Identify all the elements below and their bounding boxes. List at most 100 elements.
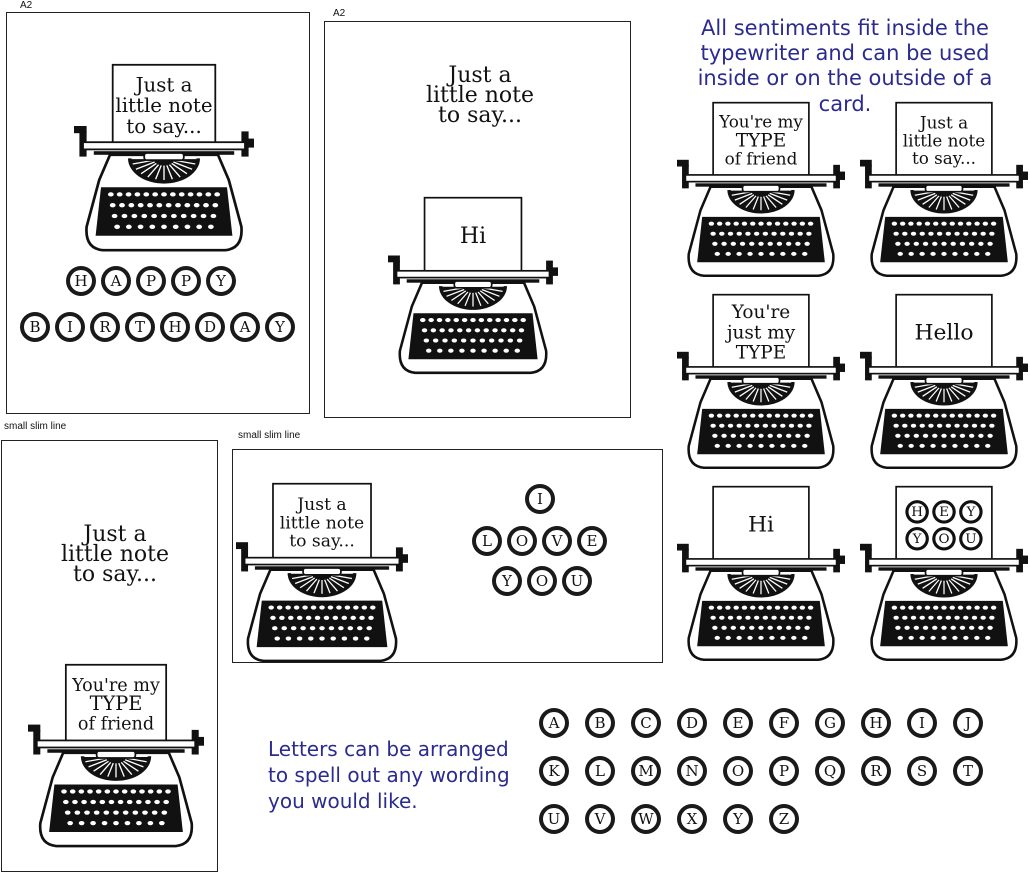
paper-sentiment-text: You're — [731, 302, 791, 323]
typewriter-key-letter: H — [160, 312, 190, 342]
size-label-slim-line: small slim line — [238, 430, 301, 441]
typewriter-key-letter: N — [677, 756, 707, 786]
paper-sentiment-text: TYPE — [90, 692, 143, 715]
typewriter-key-letter: O — [932, 526, 956, 551]
svg-text:E: E — [939, 505, 949, 520]
typewriter-key-letter: Y — [265, 312, 295, 342]
paper-sentiment-text: Hello — [914, 320, 973, 345]
typewriter-key-letter: T — [953, 756, 983, 786]
typewriter-key-letter: Z — [769, 804, 799, 834]
typewriter-key-letter: A — [101, 266, 131, 296]
sentiment-just-a-little-note: Just a little note to say... — [425, 63, 535, 129]
typewriter-key-letter: G — [815, 708, 845, 738]
typewriter-key-letter: Y — [905, 526, 929, 551]
paper-sentiment-text: TYPE — [736, 342, 786, 363]
paper-sentiment-text: just my — [725, 322, 796, 343]
typewriter-illustration: H E Y Y O U — [860, 485, 1028, 666]
typewriter-key-letter: V — [542, 526, 572, 556]
svg-text:Y: Y — [965, 505, 975, 520]
svg-text:Y: Y — [912, 532, 922, 547]
note-letters-arranged: Letters can be arranged to spell out any… — [268, 737, 510, 813]
typewriter-key-letter: O — [507, 526, 537, 556]
paper-sentiment-text: Hi — [748, 512, 774, 537]
typewriter-key-letter: B — [585, 708, 615, 738]
typewriter-key-letter: S — [907, 756, 937, 786]
typewriter-key-letter: O — [527, 566, 557, 596]
typewriter-icon: H E Y Y O U — [860, 485, 1028, 661]
typewriter-key-letter: F — [769, 708, 799, 738]
typewriter-key-letter: M — [631, 756, 661, 786]
typewriter-key-letter: U — [959, 526, 983, 551]
typewriter-key-letter: I — [525, 484, 555, 514]
typewriter-key-letter: O — [723, 756, 753, 786]
typewriter-key-letter: Y — [723, 804, 753, 834]
typewriter-illustration: Hi — [388, 196, 558, 380]
typewriter-key-letter: X — [677, 804, 707, 834]
paper-sentiment-text: of friend — [78, 715, 154, 735]
typewriter-key-letter: H — [861, 708, 891, 738]
typewriter-icon: Hi — [388, 196, 558, 375]
paper-sentiment-text: You're my — [71, 676, 160, 696]
svg-text:H: H — [911, 505, 923, 520]
typewriter-key-letter: E — [932, 500, 956, 524]
typewriter-key-letter: K — [539, 756, 569, 786]
typewriter-key-letter: E — [723, 708, 753, 738]
typewriter-key-letter: E — [577, 526, 607, 556]
svg-text:U: U — [965, 532, 976, 547]
typewriter-key-letter: R — [861, 756, 891, 786]
typewriter-key-letter: J — [953, 708, 983, 738]
typewriter-key-letter: P — [769, 756, 799, 786]
typewriter-key-letter: T — [125, 312, 155, 342]
typewriter-key-letter: H — [66, 266, 96, 296]
paper-sentiment-text: Hi — [460, 223, 486, 249]
paper-sentiment-text: of friend — [725, 148, 798, 168]
typewriter-key-letter: Y — [959, 500, 983, 524]
typewriter-key-letter: C — [631, 708, 661, 738]
typewriter-key-letter: L — [472, 526, 502, 556]
typewriter-key-letter: L — [585, 756, 615, 786]
svg-text:O: O — [938, 532, 949, 547]
typewriter-illustration: Hi — [677, 485, 845, 666]
typewriter-key-letter: Q — [815, 756, 845, 786]
typewriter-key-letter: D — [677, 708, 707, 738]
typewriter-key-letter: B — [20, 312, 50, 342]
typewriter-key-letter: W — [631, 804, 661, 834]
size-label-slim-line: small slim line — [4, 421, 67, 432]
note-sentiments-fit: All sentiments fit inside the typewriter… — [697, 16, 993, 116]
typewriter-key-letter: H — [905, 500, 929, 524]
paper-sentiment-text: TYPE — [736, 130, 786, 151]
size-label-a2: A2 — [333, 8, 346, 19]
typewriter-key-letter: I — [55, 312, 85, 342]
paper-sentiment-text: You're my — [718, 111, 803, 131]
typewriter-key-letter: U — [539, 804, 569, 834]
typewriter-key-letter: A — [539, 708, 569, 738]
typewriter-key-letter: V — [585, 804, 615, 834]
typewriter-key-letter: I — [907, 708, 937, 738]
typewriter-key-letter: Y — [492, 566, 522, 596]
typewriter-key-letter: A — [230, 312, 260, 342]
typewriter-key-letter: D — [195, 312, 225, 342]
sentiment-just-a-little-note: Just a little note to say... — [60, 522, 170, 588]
typewriter-key-letter: U — [562, 566, 592, 596]
size-label-a2: A2 — [20, 0, 33, 11]
typewriter-icon: Hello — [860, 293, 1028, 469]
typewriter-icon: Hi — [677, 485, 845, 661]
typewriter-illustration: Hello — [860, 293, 1028, 474]
typewriter-key-letter: R — [90, 312, 120, 342]
typewriter-key-letter: P — [171, 266, 201, 296]
